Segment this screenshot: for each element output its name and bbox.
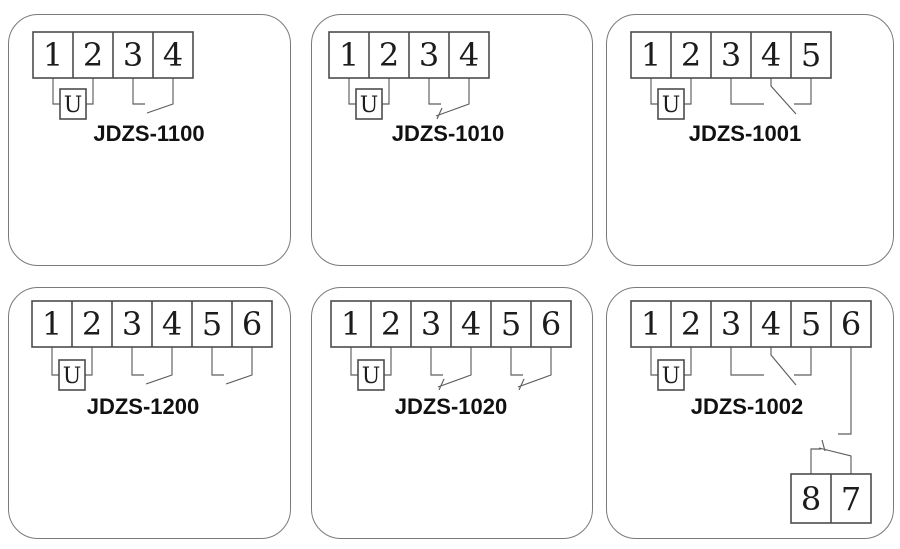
wiring-diagram-jdzs-1001: 1 2 3 4 5 U JDZS-1001 — [630, 31, 832, 146]
terminal-dividers — [368, 32, 450, 78]
terminal-label: 2 — [379, 36, 399, 74]
panel-title: JDZS-1200 — [87, 394, 200, 419]
panel-jdzs-1100: 1 2 3 4 U JDZS-1100 — [8, 14, 291, 266]
terminal-label: 2 — [381, 305, 401, 343]
terminal-label: 4 — [162, 305, 182, 343]
u-label: U — [662, 364, 681, 389]
terminal-label: 1 — [641, 305, 661, 343]
terminal-label: 3 — [721, 305, 741, 343]
wiring-diagram-jdzs-1100: 1 2 3 4 U JDZS-1100 — [32, 31, 205, 146]
u-coil-wires — [348, 78, 390, 105]
u-label: U — [64, 93, 83, 118]
u-box — [355, 88, 383, 120]
u-label: U — [63, 364, 82, 389]
wiring-diagram-jdzs-1002: 1 2 3 4 5 6 U 8 7 JDZS-1002 — [630, 300, 872, 524]
terminal-label: 3 — [123, 36, 143, 74]
terminal-6-lead — [838, 347, 852, 435]
terminal-label: 3 — [122, 305, 142, 343]
u-coil-wires — [350, 347, 392, 376]
terminal-label: 6 — [541, 305, 561, 343]
terminal-label: 3 — [419, 36, 439, 74]
terminal-label: 5 — [801, 36, 821, 74]
terminal-label: 1 — [42, 305, 62, 343]
terminal-label: 3 — [421, 305, 441, 343]
terminal-label: 2 — [681, 305, 701, 343]
terminal-label: 4 — [459, 36, 479, 74]
aux-terminal-label: 7 — [841, 480, 861, 518]
wiring-diagram-jdzs-1200: 1 2 3 4 5 6 U JDZS-1200 — [31, 300, 273, 419]
terminal-dividers — [72, 32, 154, 78]
u-box — [58, 359, 86, 391]
normally-open-contact-icon — [211, 347, 253, 385]
normally-open-contact-icon — [132, 78, 174, 114]
normally-closed-contact-icon — [510, 347, 552, 391]
changeover-contact-icon — [810, 439, 852, 474]
wiring-diagram-jdzs-1010: 1 2 3 4 U JDZS-1010 — [328, 31, 505, 146]
u-label: U — [362, 364, 381, 389]
terminal-label: 1 — [341, 305, 361, 343]
panel-title: JDZS-1100 — [93, 121, 204, 146]
terminal-label: 4 — [163, 36, 183, 74]
terminal-dividers — [71, 301, 233, 347]
terminal-label: 4 — [461, 305, 481, 343]
panel-jdzs-1020: 1 2 3 4 5 6 U JDZS-1020 — [311, 287, 593, 539]
terminal-label: 4 — [761, 305, 781, 343]
terminal-label: 2 — [82, 305, 102, 343]
terminal-label: 3 — [721, 36, 741, 74]
u-box — [357, 359, 385, 391]
u-box — [657, 88, 685, 120]
u-coil-wires — [650, 78, 692, 105]
panel-title: JDZS-1001 — [689, 121, 802, 146]
panel-jdzs-1010: 1 2 3 4 U JDZS-1010 — [311, 14, 593, 266]
panel-title: JDZS-1010 — [392, 121, 505, 146]
terminal-dividers — [370, 301, 532, 347]
terminal-label: 2 — [83, 36, 103, 74]
u-label: U — [662, 93, 681, 118]
terminal-label: 2 — [681, 36, 701, 74]
u-coil-wires — [650, 347, 692, 376]
u-box — [59, 88, 87, 120]
u-coil-wires — [52, 78, 94, 105]
aux-terminal-label: 8 — [801, 480, 821, 518]
terminal-label: 5 — [801, 305, 821, 343]
terminal-dividers — [670, 301, 832, 347]
u-box — [657, 359, 685, 391]
terminal-dividers — [670, 32, 792, 78]
panel-jdzs-1001: 1 2 3 4 5 U JDZS-1001 — [606, 14, 894, 266]
terminal-label: 6 — [841, 305, 861, 343]
terminal-label: 4 — [761, 36, 781, 74]
u-coil-wires — [51, 347, 93, 376]
normally-closed-contact-icon — [428, 78, 470, 120]
terminal-label: 1 — [641, 36, 661, 74]
terminal-label: 5 — [501, 305, 521, 343]
panel-title: JDZS-1002 — [691, 394, 804, 419]
changeover-contact-icon — [730, 347, 812, 386]
terminal-strip — [630, 31, 832, 79]
terminal-label: 5 — [202, 305, 222, 343]
terminal-label: 1 — [43, 36, 63, 74]
panel-jdzs-1200: 1 2 3 4 5 6 U JDZS-1200 — [8, 287, 291, 539]
panel-title: JDZS-1020 — [395, 394, 508, 419]
wiring-diagram-jdzs-1020: 1 2 3 4 5 6 U JDZS-1020 — [330, 300, 572, 419]
terminal-label: 6 — [242, 305, 262, 343]
normally-open-contact-icon — [131, 347, 173, 385]
u-label: U — [360, 93, 379, 118]
terminal-label: 1 — [339, 36, 359, 74]
changeover-contact-icon — [730, 78, 812, 115]
panel-jdzs-1002: 1 2 3 4 5 6 U 8 7 JDZS-1002 — [606, 287, 894, 539]
normally-closed-contact-icon — [430, 347, 472, 391]
